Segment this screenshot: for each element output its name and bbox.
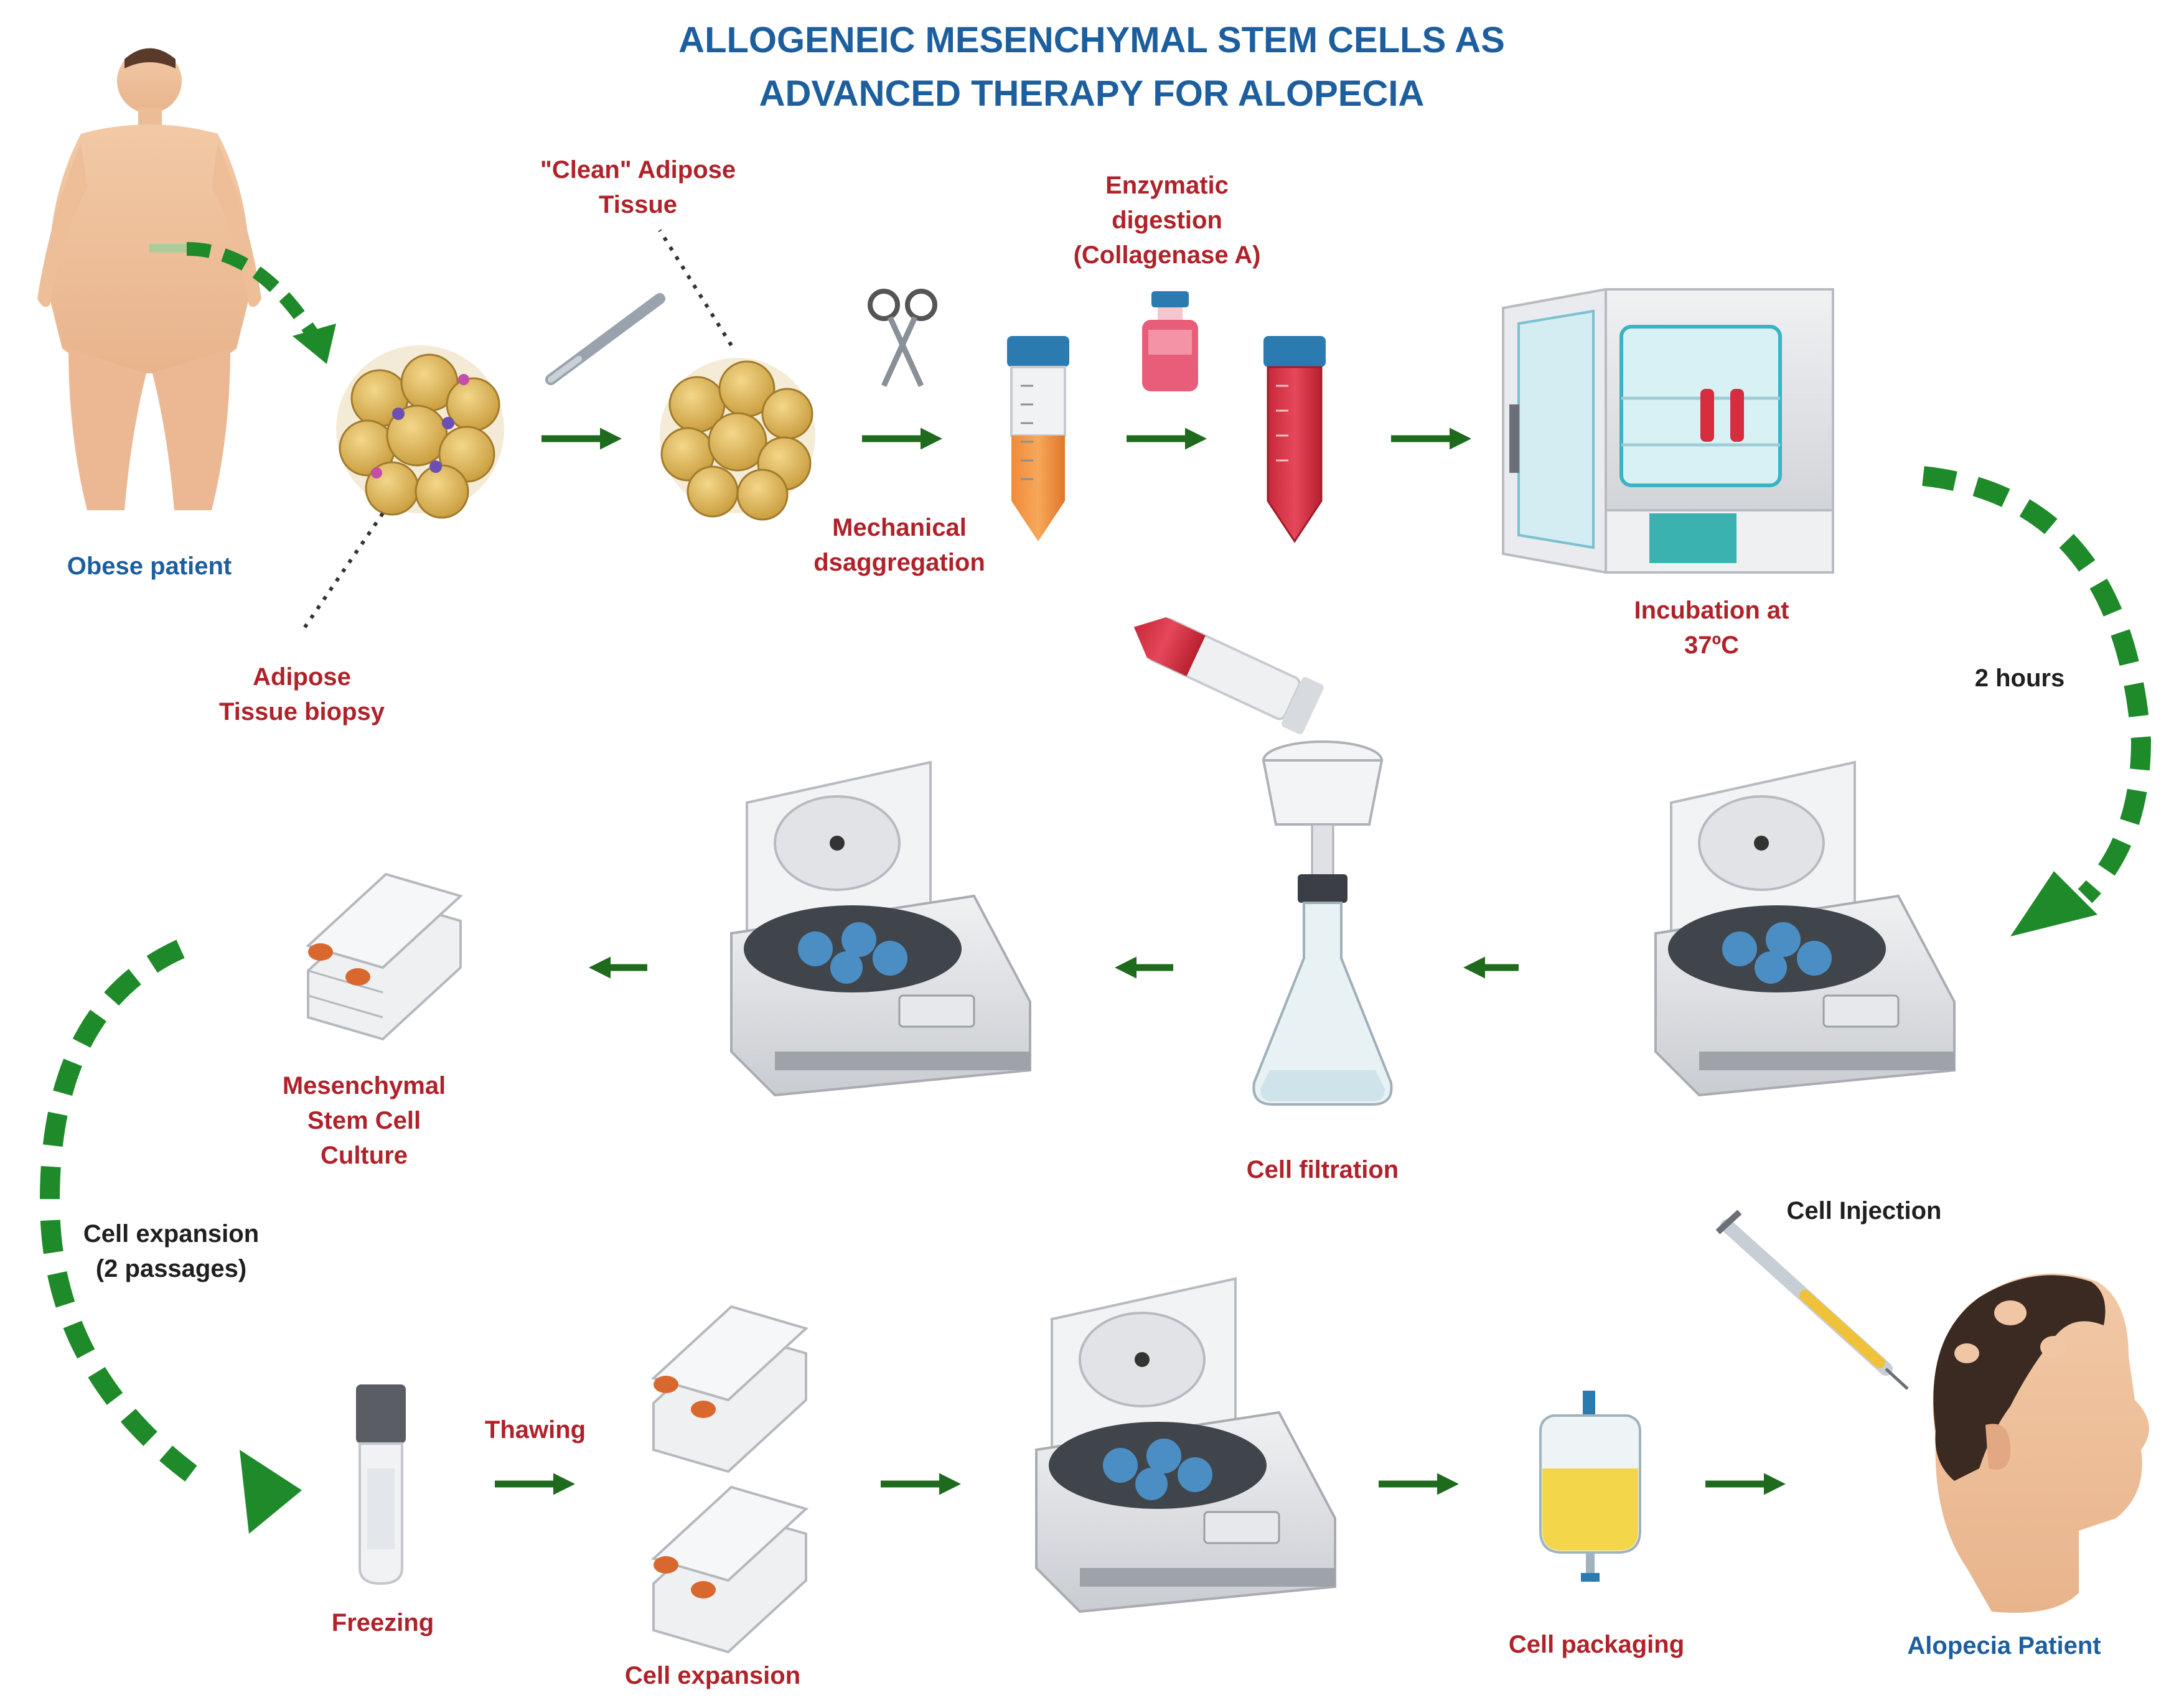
label-clean-adipose-tissue: "Clean" Adipose Tissue	[540, 152, 736, 222]
label-freezing: Freezing	[331, 1609, 434, 1636]
label-mechanical-line-1: Mechanical	[832, 514, 967, 541]
falcon-tube-red	[1263, 336, 1326, 543]
leader-line-biopsy	[300, 512, 385, 633]
title-line-2: ADVANCED THERAPY FOR ALOPECIA	[759, 73, 1425, 114]
clean-adipose-cluster	[660, 358, 815, 521]
label-clean-adipose-line-1: "Clean" Adipose	[540, 156, 736, 184]
falcon-tube-tilted	[1133, 617, 1324, 735]
label-cell-injection: Cell Injection	[1786, 1197, 1942, 1225]
alopecia-patient-head	[1933, 1273, 2149, 1613]
label-enzymatic-digestion: Enzymatic digestion (Collagenase A)	[1074, 168, 1261, 273]
label-enzymatic-line-2: digestion	[1112, 207, 1222, 234]
collagenase-bottle	[1142, 291, 1198, 391]
diagram-title: ALLOGENEIC MESENCHYMAL STEM CELLS AS ADV…	[678, 14, 1505, 121]
label-enzymatic-line-3: (Collagenase A)	[1073, 241, 1261, 269]
label-incubation-line-1: Incubation at	[1634, 597, 1789, 624]
label-adipose-biopsy-line-1: Adipose	[253, 663, 351, 691]
label-cell-expansion-passages: Cell expansion (2 passages)	[83, 1216, 259, 1286]
leader-line-clean	[658, 229, 733, 347]
falcon-tube-orange	[1007, 336, 1069, 541]
title-line-1: ALLOGENEIC MESENCHYMAL STEM CELLS AS	[678, 20, 1505, 60]
label-cell-packaging: Cell packaging	[1508, 1631, 1685, 1658]
label-cell-expansion-passages-line-2: (2 passages)	[95, 1255, 247, 1282]
expansion-flasks-bottom	[651, 1485, 808, 1654]
label-adipose-tissue-biopsy: Adipose Tissue biopsy	[219, 660, 385, 729]
centrifuge-bottom	[1035, 1277, 1336, 1613]
label-msc-culture: Mesenchymal Stem Cell Culture	[283, 1068, 446, 1173]
label-cell-expansion-passages-line-1: Cell expansion	[83, 1220, 260, 1248]
label-mechanical-disaggregation: Mechanical dsaggregation	[813, 510, 985, 580]
label-2-hours: 2 hours	[1974, 665, 2065, 692]
dashed-arrow-2-hours	[1922, 466, 2152, 903]
iv-bag	[1539, 1391, 1641, 1582]
cryovial	[356, 1384, 406, 1585]
centrifuge-right	[1654, 760, 1956, 1097]
label-enzymatic-line-1: Enzymatic	[1105, 172, 1229, 199]
label-obese-patient: Obese patient	[67, 553, 232, 580]
label-alopecia-patient: Alopecia Patient	[1907, 1632, 2101, 1659]
obese-patient-figure	[37, 48, 261, 510]
label-msc-line-2: Stem Cell	[307, 1107, 421, 1134]
filtration-flask	[1252, 740, 1393, 1106]
label-incubation: Incubation at 37ºC	[1634, 593, 1789, 663]
expansion-flasks-top	[651, 1305, 808, 1473]
centrifuge-middle	[730, 760, 1031, 1097]
syringe-icon	[1715, 1210, 1909, 1390]
adipose-biopsy-cluster	[336, 345, 504, 519]
label-adipose-biopsy-line-2: Tissue biopsy	[218, 698, 385, 726]
label-cell-filtration: Cell filtration	[1246, 1156, 1399, 1183]
cell-culture-flasks	[306, 872, 463, 1041]
label-msc-line-1: Mesenchymal	[282, 1072, 446, 1099]
label-clean-adipose-line-2: Tissue	[599, 191, 677, 218]
label-msc-line-3: Culture	[321, 1142, 408, 1169]
label-incubation-line-2: 37ºC	[1684, 632, 1739, 659]
label-thawing: Thawing	[484, 1416, 586, 1444]
label-cell-expansion: Cell expansion	[624, 1662, 801, 1689]
label-mechanical-line-2: dsaggregation	[813, 549, 985, 576]
dashed-arrow-biopsy	[186, 242, 324, 346]
incubator	[1502, 287, 1834, 574]
scalpel-icon	[545, 293, 665, 385]
scissors-icon	[868, 289, 937, 387]
